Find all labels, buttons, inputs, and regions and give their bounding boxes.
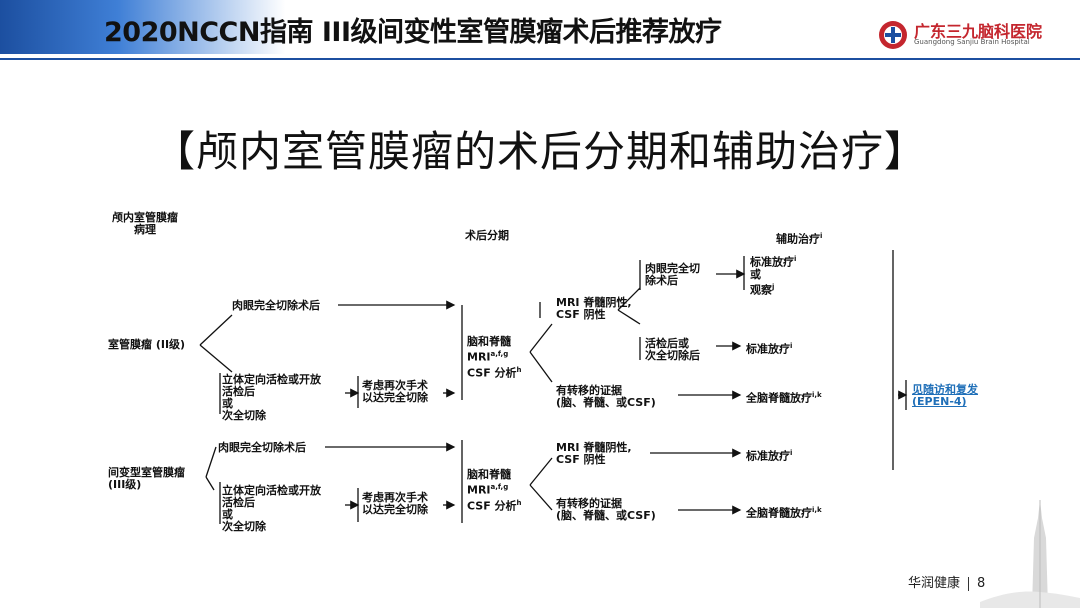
grade2-reop: 考虑再次手术 以达完全切除 (362, 379, 428, 404)
treatment-flowchart: 颅内室管膜瘤 病理 术后分期 辅助治疗i 室管膜瘤 (II级) 肉眼完全切除术后… (0, 190, 1080, 533)
grade2-gtr: 肉眼完全切除术后 (232, 299, 320, 312)
grade3-mri: 脑和脊髓 MRI (467, 468, 511, 497)
slide-subtitle: 【颅内室管膜瘤的术后分期和辅助治疗】 (152, 127, 927, 176)
grade3-csf-sup: h (516, 498, 522, 507)
std-rt-sup-2: i (790, 449, 793, 457)
grade3-reop: 考虑再次手术 以达完全切除 (362, 491, 428, 516)
grade3-mri-csf: 脑和脊髓 MRIa,f,g CSF 分析h (467, 469, 522, 512)
grade2-csf: CSF 分析 (467, 366, 517, 380)
followup-link[interactable]: 见随访和复发 (EPEN-4) (912, 384, 978, 408)
csi-sup-1: i,k (812, 391, 822, 399)
hospital-logo: 广东三九脑科医院 Guangdong Sanjiu Brain Hospital (878, 18, 1068, 52)
grade2-rt-or-observe: 标准放疗i 或 观察j (750, 253, 796, 296)
col-header-staging: 术后分期 (465, 229, 509, 242)
grade3-neg: MRI 脊髓阴性, CSF 阴性 (556, 441, 632, 466)
grade2-mri: 脑和脊髓 MRI (467, 335, 511, 364)
csi-text-2: 全脑脊髓放疗 (746, 506, 812, 520)
observe-label: 观察 (750, 283, 772, 297)
footer-divider (968, 576, 970, 591)
grade3-csi: 全脑脊髓放疗i,k (746, 504, 822, 520)
grade3-gtr: 肉眼完全切除术后 (218, 441, 306, 454)
skyline-decoration-icon (980, 500, 1080, 608)
observe-sup: j (772, 282, 775, 291)
col-header-pathology-text: 颅内室管膜瘤 病理 (112, 211, 178, 236)
rt-label-1: 标准放疗 (750, 255, 794, 269)
grade3-mets: 有转移的证据 (脑、脊髓、或CSF) (556, 497, 656, 522)
slide-footer: 华润健康 8 (908, 572, 985, 591)
rt-label-1-sup: i (794, 255, 797, 263)
grade2-std-rt: 标准放疗i (746, 340, 792, 356)
csi-sup-2: i,k (812, 506, 822, 514)
hospital-name-en: Guangdong Sanjiu Brain Hospital (914, 38, 1030, 46)
col-header-adjuvant-sup: i (820, 232, 823, 240)
grade2-gtr2: 肉眼完全切 除术后 (645, 262, 700, 287)
followup-code: (EPEN-4) (912, 395, 967, 408)
col-header-adjuvant-text: 辅助治疗 (776, 232, 820, 246)
grade2-csf-sup: h (516, 365, 522, 374)
std-rt-text-1: 标准放疗 (746, 342, 790, 356)
grade3-std-rt: 标准放疗i (746, 447, 792, 463)
grade3-mri-sup: a,f,g (490, 483, 509, 491)
grade2-mri-csf: 脑和脊髓 MRIa,f,g CSF 分析h (467, 336, 522, 379)
hospital-logo-icon (879, 21, 907, 49)
slide-title: 2020NCCN指南 III级间变性室管膜瘤术后推荐放疗 (104, 17, 722, 48)
flowchart-lines (199, 250, 908, 524)
grade2-biopsy: 立体定向活检或开放 活检后 或 次全切除 (222, 373, 321, 422)
grade3-label: 间变型室管膜瘤 (III级) (108, 466, 185, 491)
grade2-mri-sup: a,f,g (490, 350, 509, 358)
footer-brand: 华润健康 (908, 576, 961, 591)
grade2-csi: 全脑脊髓放疗i,k (746, 389, 822, 405)
grade2-neg: MRI 脊髓阴性, CSF 阴性 (556, 296, 632, 321)
hospital-name: 广东三九脑科医院 (914, 22, 1043, 41)
page-number: 8 (977, 576, 986, 591)
grade2-mets: 有转移的证据 (脑、脊髓、或CSF) (556, 384, 656, 409)
header-divider (0, 58, 1080, 60)
followup-text: 见随访和复发 (912, 383, 978, 396)
or-label: 或 (750, 267, 761, 281)
grade3-csf: CSF 分析 (467, 499, 517, 513)
std-rt-sup-1: i (790, 342, 793, 350)
slide-header: 2020NCCN指南 III级间变性室管膜瘤术后推荐放疗 广东三九脑科医院 Gu… (0, 0, 1080, 60)
grade3-biopsy: 立体定向活检或开放 活检后 或 次全切除 (222, 484, 321, 533)
std-rt-text-2: 标准放疗 (746, 449, 790, 463)
col-header-pathology: 颅内室管膜瘤 病理 (112, 212, 178, 236)
grade2-biopsy2: 活检后或 次全切除后 (645, 337, 700, 362)
grade2-label: 室管膜瘤 (II级) (108, 338, 186, 351)
header-bar (0, 0, 840, 54)
csi-text-1: 全脑脊髓放疗 (746, 391, 812, 405)
col-header-adjuvant: 辅助治疗i (776, 230, 822, 246)
